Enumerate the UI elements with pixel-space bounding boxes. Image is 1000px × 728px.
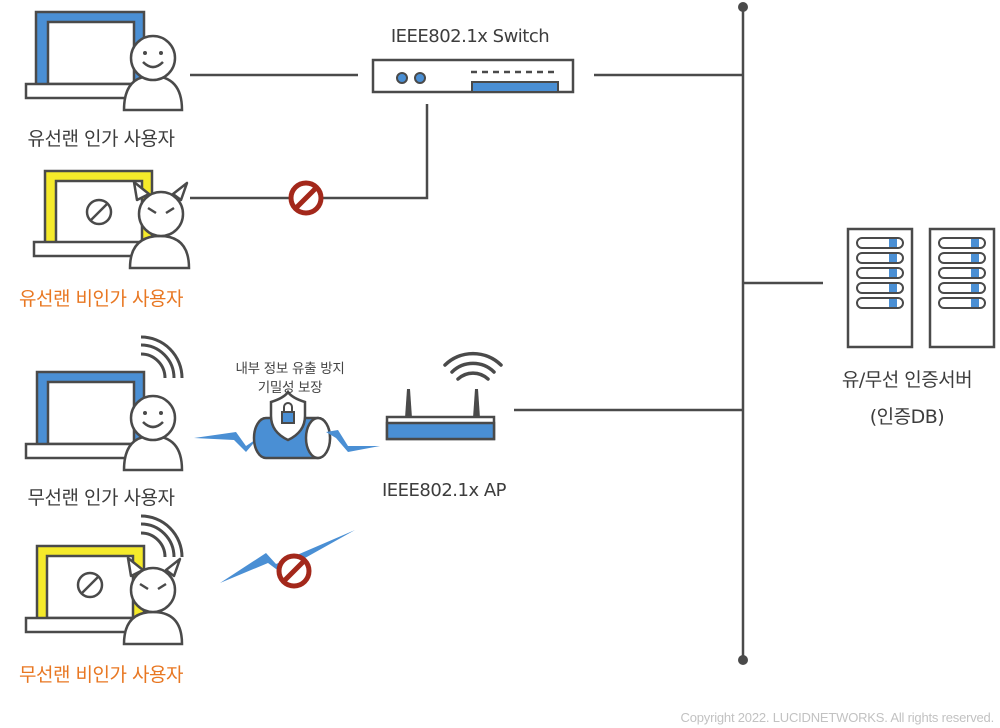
shield-lock-icon [269, 389, 307, 442]
server-bay [856, 282, 904, 294]
connections [190, 2, 823, 665]
no-entry-icon [291, 183, 321, 213]
server-rack-1 [846, 227, 914, 349]
wireless-unauthorized-user-label: 무선랜 비인가 사용자 [19, 664, 183, 686]
auth-server-sublabel: (인증DB) [869, 406, 945, 428]
switch-label: IEEE802.1x Switch [390, 26, 550, 47]
wifi-signal-icon [443, 351, 503, 381]
server-bay [856, 297, 904, 309]
wired-unauthorized-user-icon [32, 169, 191, 270]
tunnel-note-line1: 내부 정보 유출 방지 [235, 361, 345, 377]
wireless-signal-right [326, 430, 380, 452]
auth-server-icon [846, 227, 996, 349]
server-bay [938, 252, 986, 264]
copyright-text: Copyright 2022. LUCIDNETWORKS. All right… [680, 710, 995, 725]
antenna-right [473, 389, 480, 418]
access-point-icon [385, 351, 503, 441]
blocked-screen-icon [85, 198, 113, 226]
encrypted-tunnel [194, 389, 380, 460]
wireless-authorized-user-icon [24, 335, 184, 472]
server-bay [856, 237, 904, 249]
wireless-unauthorized-user-icon [24, 514, 184, 646]
backbone-top-node [738, 2, 748, 12]
antenna-left [405, 389, 412, 418]
blocked-wireless-signal [220, 530, 355, 586]
wifi-signal-icon [140, 335, 184, 379]
server-rack-2 [928, 227, 996, 349]
server-bay [938, 282, 986, 294]
wifi-signal-icon [140, 514, 184, 558]
wired-authorized-user-label: 유선랜 인가 사용자 [27, 128, 175, 150]
wireless-signal-left [194, 432, 258, 452]
backbone-bottom-node [738, 655, 748, 665]
server-bay [856, 252, 904, 264]
wired-authorized-user-icon [24, 10, 184, 112]
switch-icon [371, 58, 575, 94]
tunnel-note: 내부 정보 유출 방지 기밀성 보장 [236, 360, 345, 398]
wired-unauthorized-user-label: 유선랜 비인가 사용자 [19, 288, 183, 310]
no-entry-icon [279, 556, 309, 586]
blocked-screen-icon [76, 571, 104, 599]
access-point-label: IEEE802.1x AP [382, 480, 507, 501]
auth-server-label: 유/무선 인증서버 [841, 369, 973, 391]
server-bay [938, 297, 986, 309]
server-bay [856, 267, 904, 279]
server-bay [938, 237, 986, 249]
tunnel-note-line2: 기밀성 보장 [257, 380, 323, 396]
wireless-authorized-user-label: 무선랜 인가 사용자 [27, 487, 175, 509]
server-bay [938, 267, 986, 279]
wired-unauthorized-link [190, 104, 429, 200]
